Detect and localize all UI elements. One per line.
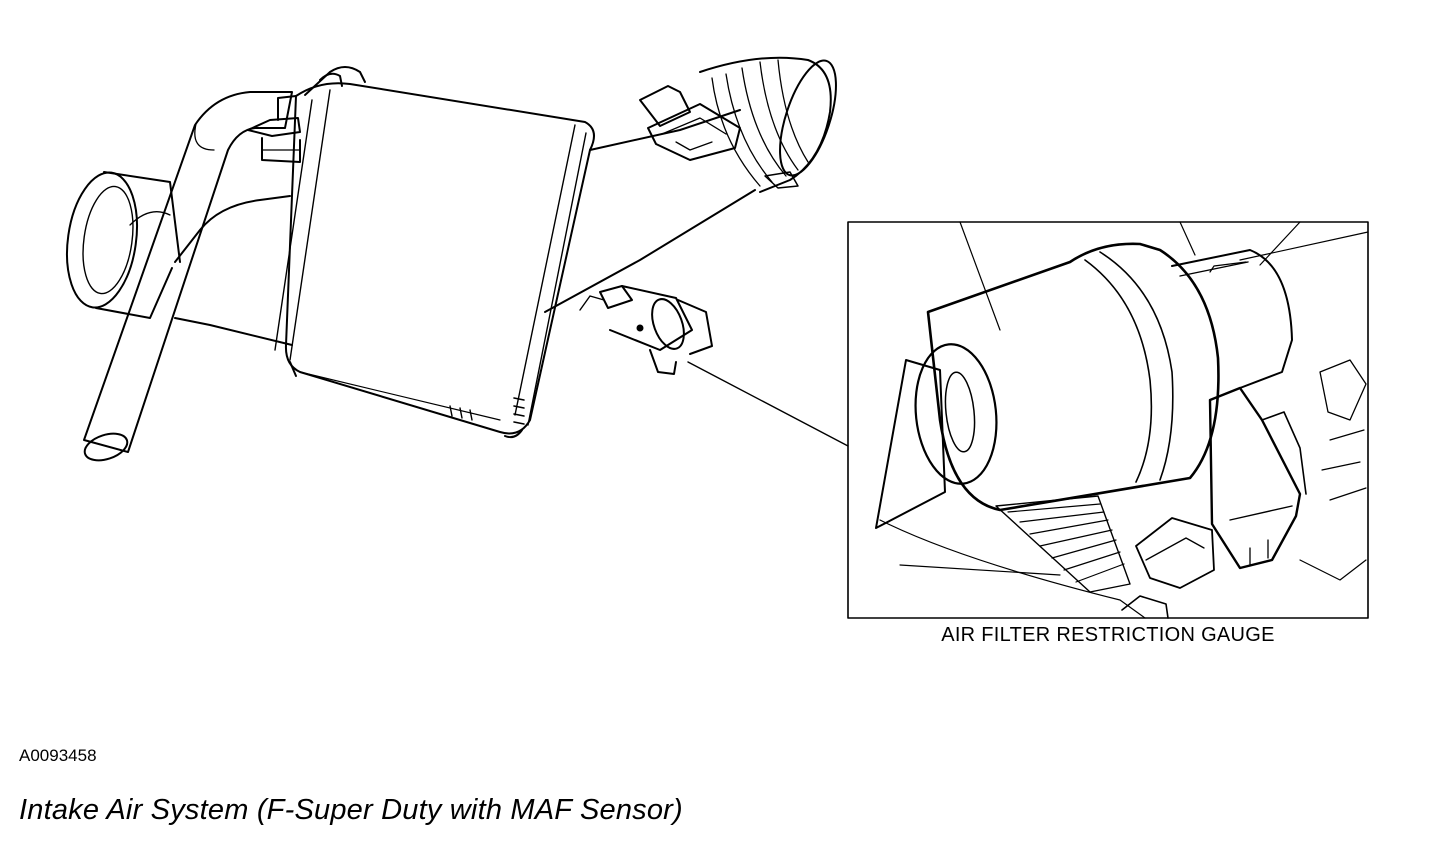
outlet-flange — [66, 171, 181, 319]
restriction-gauge-enlarged — [875, 221, 1369, 619]
restriction-gauge-small — [579, 285, 713, 375]
air-cleaner-housing — [274, 82, 595, 439]
inset-frame — [847, 221, 1369, 619]
maf-sensor — [639, 85, 741, 161]
inlet-duct — [544, 56, 837, 313]
airbox-outlet-neck — [174, 195, 293, 346]
inset-caption: AIR FILTER RESTRICTION GAUGE — [941, 624, 1275, 646]
figure-id: A0093458 — [19, 746, 97, 765]
figure-caption: Intake Air System (F-Super Duty with MAF… — [19, 794, 683, 826]
intake-tube — [83, 91, 293, 462]
mounting-strap — [247, 66, 366, 163]
leader-line — [687, 361, 849, 447]
